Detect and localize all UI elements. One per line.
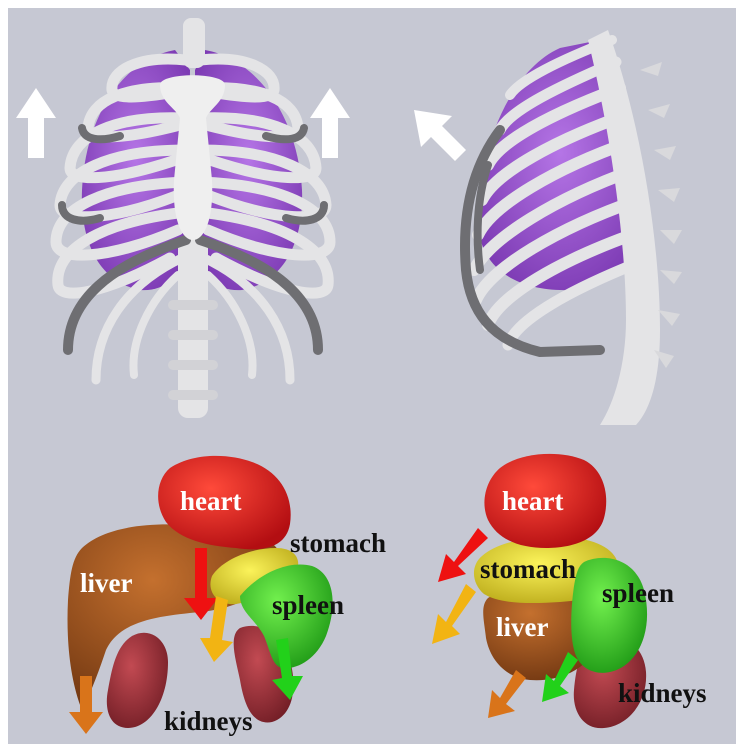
label-liver-right: liver [496,614,548,641]
label-kidneys-right: kidneys [618,680,707,707]
label-kidneys-left: kidneys [164,708,253,735]
label-stomach-left: stomach [290,530,386,557]
label-heart-left: heart [180,488,241,515]
label-spleen-right: spleen [602,580,674,607]
label-spleen-left: spleen [272,592,344,619]
label-liver-left: liver [80,570,132,597]
label-stomach-right: stomach [480,556,576,583]
label-heart-right: heart [502,488,563,515]
